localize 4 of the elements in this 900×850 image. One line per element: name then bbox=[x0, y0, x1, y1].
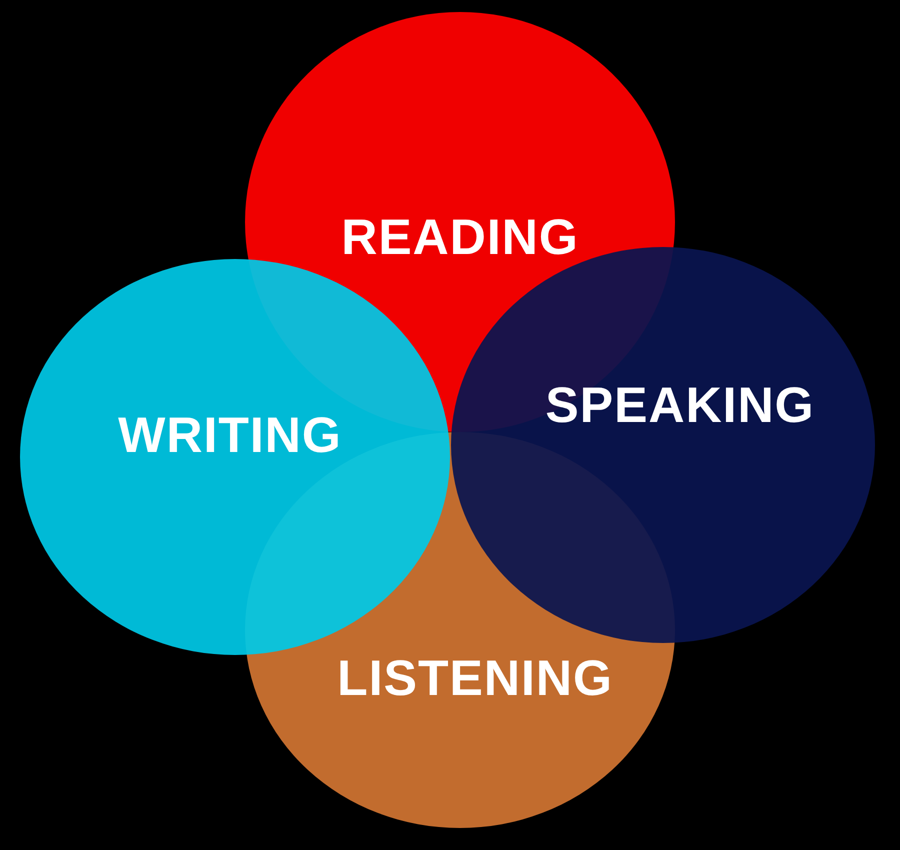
circle-label: WRITING bbox=[118, 406, 342, 464]
circle-label: READING bbox=[341, 208, 579, 266]
circle-label: LISTENING bbox=[337, 649, 613, 707]
circle-label: SPEAKING bbox=[545, 376, 815, 434]
